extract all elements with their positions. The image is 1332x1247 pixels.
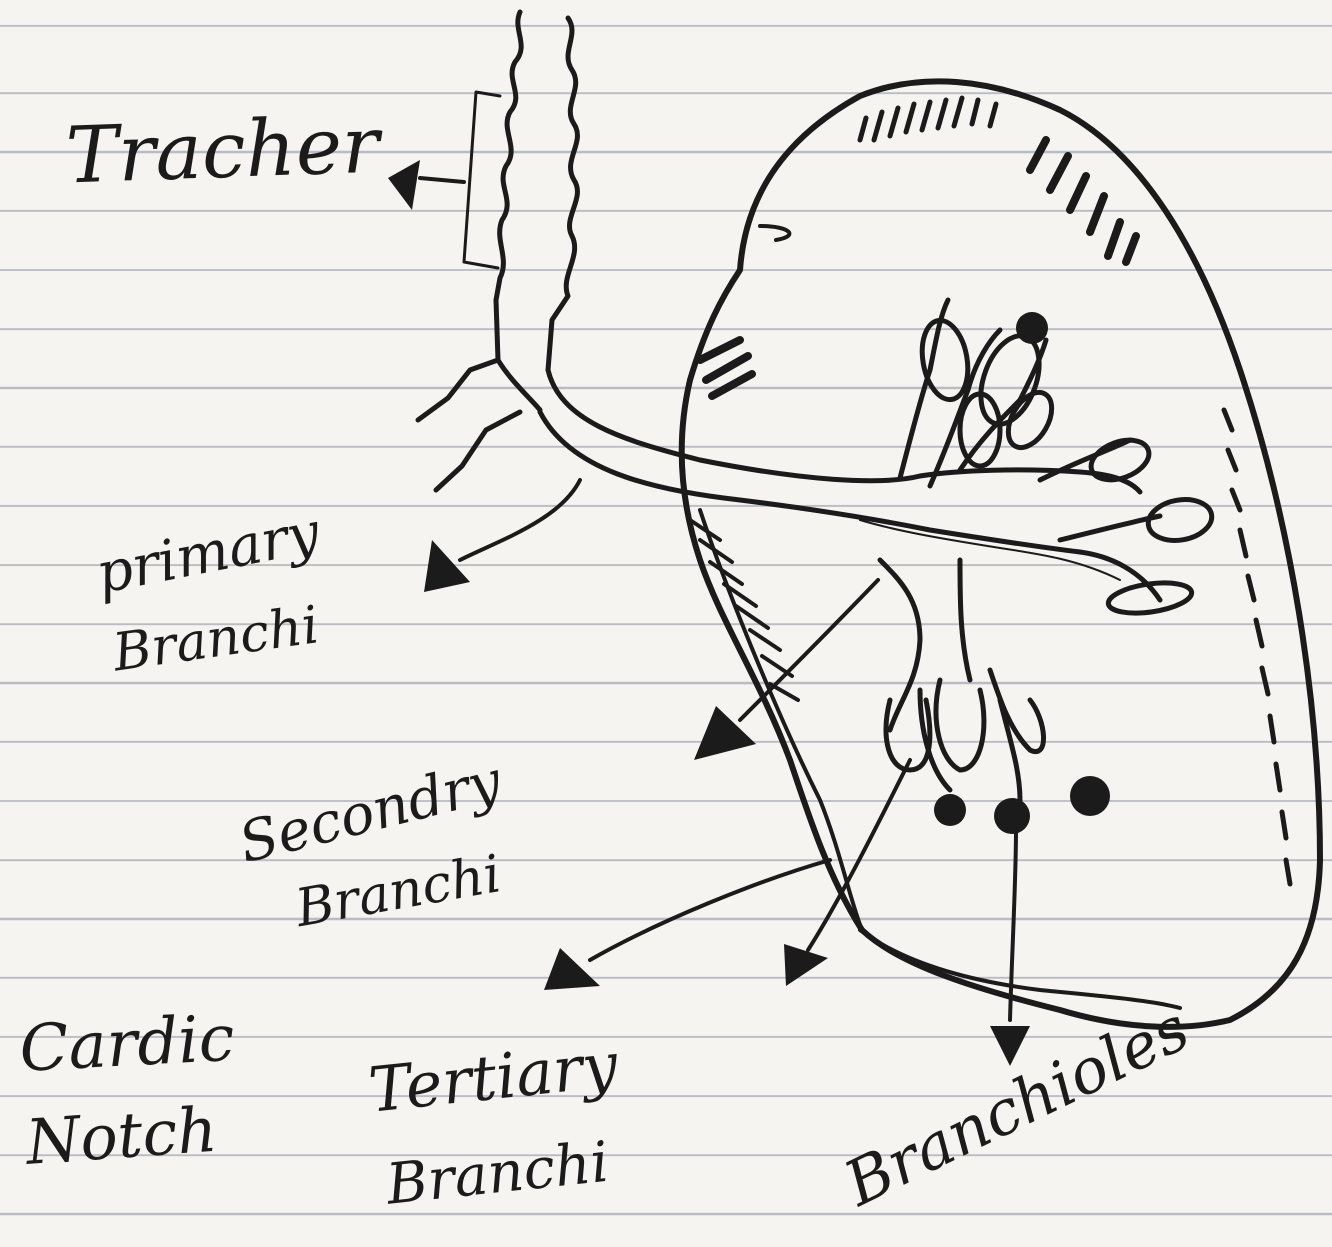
primary-arrow — [424, 540, 470, 592]
upper-branch-a — [900, 300, 948, 478]
lower-branch-b — [936, 680, 984, 770]
lung-shading — [690, 98, 1290, 884]
label-cardiac-notch-line2: Notch — [24, 1099, 219, 1174]
lower-branch-c — [990, 670, 1044, 752]
bifurcation-curve — [498, 360, 540, 410]
left-bronchus-stub-lower — [436, 412, 520, 490]
tertiary-arrow — [784, 944, 828, 986]
trachea-left-wall — [496, 12, 521, 360]
arrowheads — [388, 160, 1030, 1066]
right-bud-1 — [1086, 433, 1155, 487]
bronchioles-pointer-line — [1010, 830, 1016, 1020]
right-bud-2 — [1145, 495, 1215, 546]
label-cardiac-notch-line1: Cardic — [18, 1007, 236, 1082]
right-branch-b — [1060, 516, 1160, 540]
bronchioles-arrow — [990, 1026, 1030, 1066]
trachea-bracket — [464, 92, 500, 268]
label-trachea: Tracher — [65, 107, 381, 196]
right-bud-3 — [1106, 578, 1193, 617]
lower-trunk-right — [960, 560, 970, 680]
lower-branch-e — [1000, 700, 1020, 800]
secondary-pointer-line — [740, 580, 878, 720]
trachea-pointer-line — [420, 178, 464, 182]
primary-pointer-line — [460, 480, 580, 560]
upper-branch-c — [960, 340, 1046, 470]
lung-base-inner — [860, 930, 1180, 1008]
lower-trunk-left — [880, 560, 920, 730]
cardiac-notch-pointer-line — [590, 860, 830, 960]
upper-bud-4 — [999, 385, 1060, 455]
trachea-right-wall — [548, 18, 577, 370]
left-bronchus-stub-upper — [418, 360, 498, 420]
trachea-arrow — [388, 160, 420, 210]
cardiac-arrow — [544, 948, 600, 990]
lung-fold — [760, 226, 789, 240]
lung-outline — [682, 81, 1320, 1027]
